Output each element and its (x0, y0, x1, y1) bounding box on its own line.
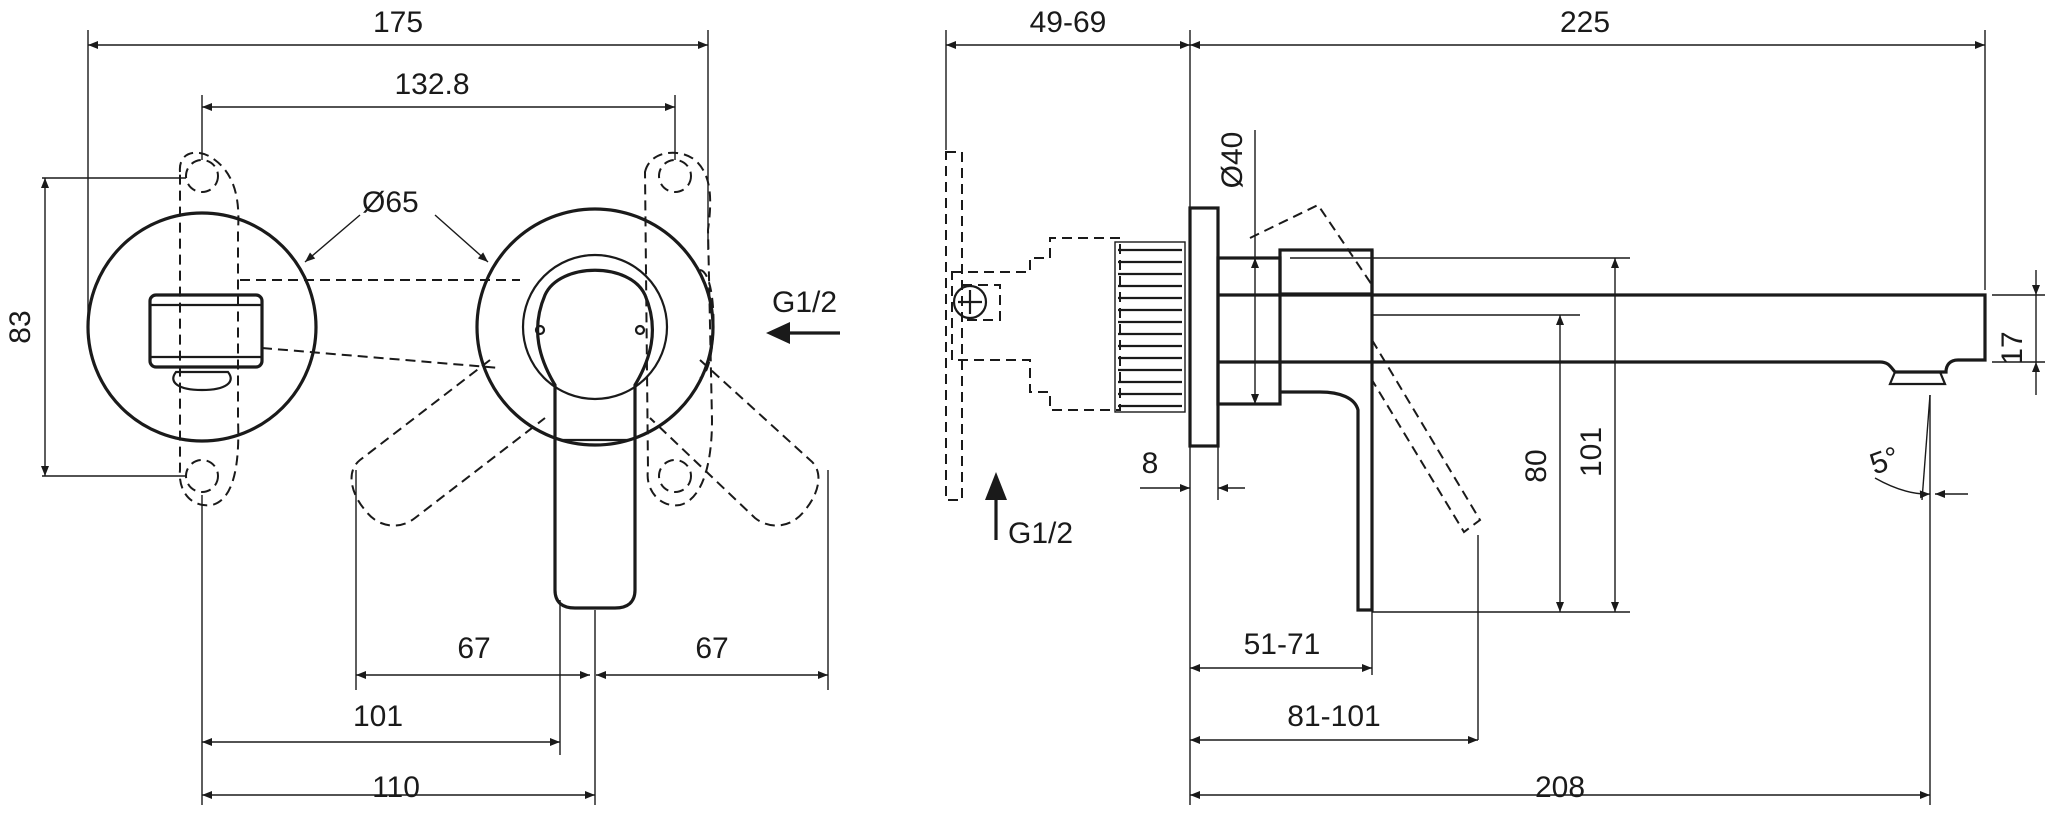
side-dim-225: 225 (1560, 6, 1610, 39)
side-inlet-cross (958, 290, 982, 314)
side-dim-40: Ø40 (1216, 132, 1249, 189)
side-inlet-arrow: G1/2 (985, 472, 1073, 550)
front-inlet-label: G1/2 (772, 286, 837, 319)
front-dim-132: 132.8 (394, 68, 469, 101)
side-dim-208: 208 (1535, 771, 1585, 804)
side-inlet-block (962, 284, 1001, 321)
front-right-rosette (475, 207, 715, 447)
front-diameter-label: Ø65 (362, 186, 419, 219)
front-dim-67-left: 67 (457, 632, 490, 665)
front-right-hole-top (658, 159, 692, 193)
front-dim-110: 110 (372, 771, 420, 804)
side-angle-line (1921, 394, 1931, 501)
front-dim-175: 175 (373, 6, 423, 39)
side-dim-8: 8 (1142, 447, 1159, 480)
front-left-hole-bottom (185, 459, 219, 493)
side-angle: 5° (1866, 441, 1904, 482)
front-dim-101: 101 (353, 700, 403, 733)
front-left-spout-tip (172, 370, 232, 392)
front-dim-83: 83 (4, 310, 37, 343)
side-dim-80: 80 (1520, 449, 1553, 482)
front-lever-handle (536, 268, 654, 610)
side-lever-swing (1249, 203, 1482, 534)
side-lever-block (1278, 248, 1374, 296)
side-mixer-body (1216, 256, 1282, 406)
side-dim-49-69: 49-69 (1030, 6, 1107, 39)
front-lever-dot-left (534, 324, 546, 336)
side-inlet-label: G1/2 (1008, 517, 1073, 550)
side-lever (1280, 250, 1374, 612)
front-left-rosette (86, 211, 318, 443)
front-extension-lines (42, 30, 829, 805)
side-spout-tip (1888, 370, 1947, 386)
side-rosette-plate (1188, 206, 1220, 448)
front-right-inner-ring (521, 253, 669, 401)
front-right-hole-bottom (658, 459, 692, 493)
side-angle-arc (1874, 477, 1931, 499)
front-lever-dot-right (634, 324, 646, 336)
front-view: G1/2 Ø65 175 132.8 83 67 67 101 110 (4, 6, 840, 805)
side-spout (1218, 293, 1987, 374)
front-diameter-leader-right (434, 214, 489, 263)
side-concealed-body (951, 237, 1121, 411)
side-view: G1/2 49-69 225 Ø40 8 80 101 17 5° (945, 6, 2045, 805)
front-lever-swing-left (350, 359, 546, 527)
side-thread-hatch (1114, 241, 1186, 413)
front-lever-swing-right (649, 359, 820, 527)
side-dim-17: 17 (1996, 331, 2029, 364)
side-dim-51-71: 51-71 (1244, 628, 1321, 661)
front-inlet-arrow: G1/2 (766, 286, 840, 344)
side-dim-101: 101 (1575, 427, 1608, 477)
front-dim-67-right: 67 (695, 632, 728, 665)
side-extension-lines (945, 30, 2045, 805)
front-left-knob-lines (150, 303, 262, 359)
front-left-bracket (178, 151, 240, 507)
front-diameter-leader-left (304, 214, 361, 263)
side-dim-81-101: 81-101 (1287, 700, 1380, 733)
front-left-knob (148, 293, 264, 369)
front-left-hole-top (185, 159, 219, 193)
side-wall-plate (945, 151, 963, 501)
front-right-bracket (643, 151, 714, 507)
